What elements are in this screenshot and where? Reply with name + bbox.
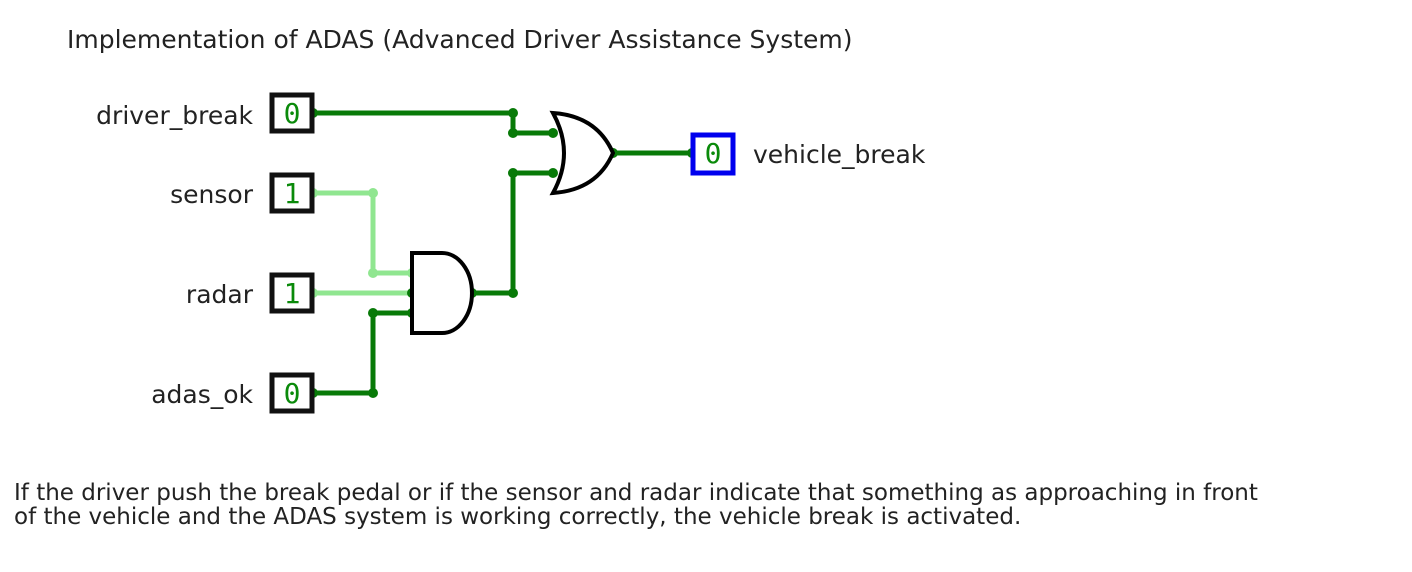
output-pin-vehicle-break: 0	[690, 132, 736, 176]
label-radar: radar	[186, 280, 254, 309]
junction-dot	[508, 128, 518, 138]
junction-dot	[368, 268, 378, 278]
junction-dot	[368, 388, 378, 398]
and-gate	[410, 251, 474, 335]
input-pin-value: 0	[284, 97, 301, 130]
junction-dot	[508, 168, 518, 178]
input-pin-box[interactable]	[269, 372, 315, 414]
junction-dot	[548, 128, 558, 138]
input-pin-driver-break[interactable]: 0	[269, 92, 315, 134]
input-pin-sensor[interactable]: 1	[269, 172, 315, 214]
junction-dot	[368, 308, 378, 318]
wire-and-output	[469, 170, 556, 296]
wire-sensor	[310, 190, 415, 276]
junction-dot	[368, 188, 378, 198]
output-pin-value: 0	[705, 137, 722, 170]
input-pin-box[interactable]	[269, 92, 315, 134]
label-adas-ok: adas_ok	[151, 380, 253, 409]
junction-dot	[508, 108, 518, 118]
or-gate	[549, 110, 616, 196]
label-sensor: sensor	[170, 180, 254, 209]
input-pin-radar[interactable]: 1	[269, 272, 315, 314]
wire-driver-break	[310, 110, 556, 136]
junction-dot	[508, 288, 518, 298]
input-pin-box[interactable]	[269, 272, 315, 314]
input-pin-value: 0	[284, 377, 301, 410]
description-line-1: If the driver push the break pedal or if…	[14, 480, 1258, 506]
input-pin-value: 1	[284, 277, 301, 310]
diagram-title: Implementation of ADAS (Advanced Driver …	[67, 25, 853, 54]
wire-adas-ok	[310, 310, 415, 396]
description-line-2: of the vehicle and the ADAS system is wo…	[14, 504, 1022, 530]
description: If the driver push the break pedal or if…	[14, 481, 1404, 529]
label-driver-break: driver_break	[96, 101, 253, 130]
input-pin-value: 1	[284, 177, 301, 210]
input-pin-adas-ok[interactable]: 0	[269, 372, 315, 414]
input-pin-box[interactable]	[269, 172, 315, 214]
junction-dot	[548, 168, 558, 178]
output-pin-box	[690, 132, 736, 176]
label-vehicle-break: vehicle_break	[753, 140, 926, 169]
